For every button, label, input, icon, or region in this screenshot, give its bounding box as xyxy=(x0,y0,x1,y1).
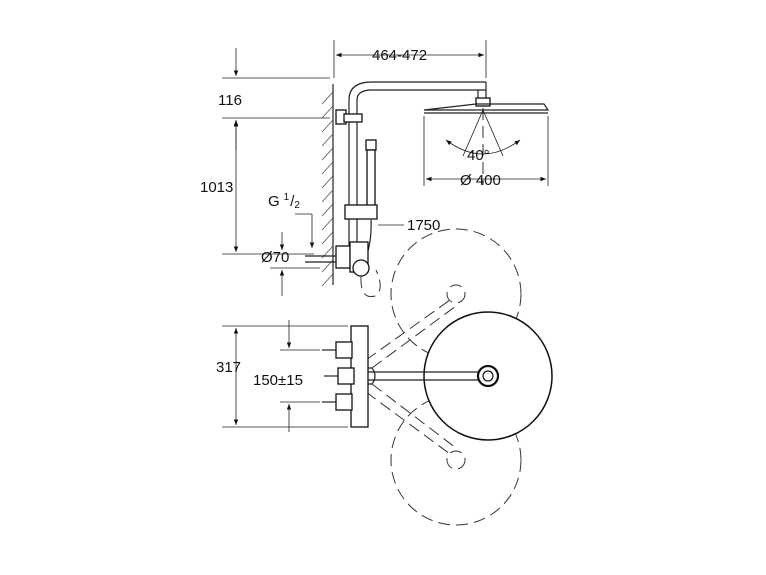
dimension-inlet-spacing: 150±15 xyxy=(253,320,320,432)
valve-height-label: 317 xyxy=(216,359,241,376)
mixer-side xyxy=(305,241,381,298)
riser-pipe xyxy=(335,81,487,250)
dimension-hose: 1750 xyxy=(378,217,440,234)
dimension-arm-reach: 464-472 xyxy=(333,40,487,78)
flange-label: Ø70 xyxy=(261,249,289,266)
plan-view: 317 150±15 xyxy=(216,228,553,526)
hose-label: 1750 xyxy=(407,217,440,234)
head-plan xyxy=(355,311,553,441)
dimension-head-diameter: Ø 400 xyxy=(423,116,549,189)
head-shower xyxy=(423,97,550,185)
mixer-plan xyxy=(322,325,369,428)
head-diameter-label: Ø 400 xyxy=(460,172,501,189)
height-label: 1013 xyxy=(200,179,233,196)
tilt-angle-label: 40° xyxy=(467,147,490,164)
wall-hatching xyxy=(321,84,334,287)
hand-shower xyxy=(344,139,378,259)
dimension-flange: Ø70 xyxy=(261,232,320,296)
inlet-spacing-label: 150±15 xyxy=(253,372,303,389)
dimension-height: 1013 xyxy=(200,121,314,255)
dimension-valve-height: 317 xyxy=(216,325,348,428)
top-offset-label: 116 xyxy=(218,92,242,109)
dimension-tilt-angle: 40° xyxy=(467,147,490,164)
arm-reach-label: 464-472 xyxy=(372,47,427,64)
dimension-top-offset: 116 xyxy=(218,48,330,150)
